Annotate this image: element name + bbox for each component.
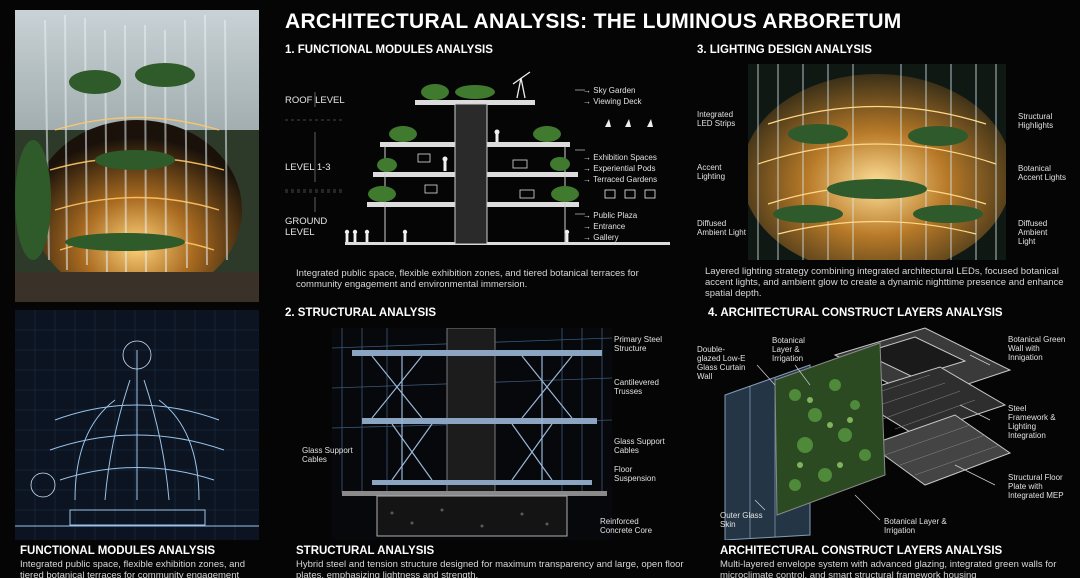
construct-label-outer-skin: Outer Glass Skin (720, 511, 763, 529)
construct-bottom-heading: ARCHITECTURAL CONSTRUCT LAYERS ANALYSIS (720, 545, 1003, 557)
level-label-ground-text: GROUND LEVEL (285, 216, 328, 238)
structural-diagram (332, 328, 612, 540)
lighting-label-structural: Structural Highlights (1018, 112, 1054, 130)
struct-label-cables-left: Glass Support Cables (302, 446, 353, 464)
left-bottom-heading: FUNCTIONAL MODULES ANALYSIS (20, 545, 216, 557)
left-bottom-caption: Integrated public space, flexible exhibi… (20, 559, 245, 578)
construct-bottom-caption: Multi-layered envelope system with advan… (720, 559, 1057, 578)
ground-item-entrance: → Entrance (583, 222, 626, 231)
ground-item-text: Gallery (593, 233, 619, 242)
struct-label-trusses: Cantilevered Trusses (614, 378, 659, 396)
lighting-label-botanical: Botanical Accent Lights (1018, 164, 1067, 182)
page-title: ARCHITECTURAL ANALYSIS: THE LUMINOUS ARB… (285, 10, 902, 33)
mid-item-pods: → Experiential Pods (583, 164, 656, 173)
structural-bottom-heading: STRUCTURAL ANALYSIS (296, 545, 435, 557)
level-label-ground: GROUND LEVEL (285, 216, 345, 238)
functional-caption: Integrated public space, flexible exhibi… (296, 268, 639, 290)
ground-item-plaza: → Public Plaza (583, 211, 638, 220)
construct-label-steel-framework: Steel Framework & Lighting Integration (1008, 404, 1056, 440)
mid-item-exhibition: → Exhibition Spaces (583, 153, 657, 162)
construct-label-curtain-wall: Double-glazed Low-E Glass Curtain Wall (697, 345, 746, 381)
level-label-mid: LEVEL 1-3 (285, 162, 331, 173)
roof-item-text: Viewing Deck (593, 97, 642, 106)
mid-item-text: Experiential Pods (593, 164, 656, 173)
struct-label-cables-right: Glass Support Cables (614, 437, 665, 455)
lighting-label-led: Integrated LED Strips (697, 110, 736, 128)
construct-label-botanical-top: Botanical Layer & Irrigation (772, 336, 805, 363)
structural-heading: 2. STRUCTURAL ANALYSIS (285, 307, 437, 319)
lighting-label-accent: Accent Lighting (697, 163, 726, 181)
lighting-render-image (748, 64, 1006, 260)
blueprint-elevation-image (15, 310, 259, 540)
functional-heading: 1. FUNCTIONAL MODULES ANALYSIS (285, 44, 493, 56)
lighting-caption: Layered lighting strategy combining inte… (705, 266, 1064, 299)
lighting-heading: 3. LIGHTING DESIGN ANALYSIS (697, 44, 872, 56)
lighting-label-diffused-left: Diffused Ambient Light (697, 219, 746, 237)
ground-item-gallery: → Gallery (583, 233, 619, 242)
construct-label-floor-plate: Structural Floor Plate with Integrated M… (1008, 473, 1064, 500)
mid-item-text: Terraced Gardens (593, 175, 658, 184)
construct-label-green-wall: Botanical Green Wall with Innigation (1008, 335, 1066, 362)
roof-item-text: Sky Garden (593, 86, 636, 95)
construct-heading: 4. ARCHITECTURAL CONSTRUCT LAYERS ANALYS… (708, 307, 1003, 319)
structural-bottom-caption: Hybrid steel and tension structure desig… (296, 559, 684, 578)
ground-item-text: Entrance (593, 222, 626, 231)
construct-exploded-diagram (715, 325, 1015, 540)
lighting-label-diffused-right: Diffused Ambient Light (1018, 219, 1048, 246)
mid-item-text: Exhibition Spaces (593, 153, 657, 162)
struct-label-primary-steel: Primary Steel Structure (614, 335, 663, 353)
struct-label-concrete-core: Reinforced Concrete Core (600, 517, 653, 535)
struct-label-floor-suspension: Floor Suspension (614, 465, 656, 483)
functional-section-diagram (285, 62, 675, 252)
roof-item-viewing-deck: → Viewing Deck (583, 97, 642, 106)
ground-item-text: Public Plaza (593, 211, 638, 220)
construct-label-botanical-bottom: Botanical Layer & Irrigation (884, 517, 947, 535)
mid-item-terraces: → Terraced Gardens (583, 175, 658, 184)
hero-render-image (15, 10, 259, 302)
roof-item-sky-garden: → Sky Garden (583, 86, 636, 95)
